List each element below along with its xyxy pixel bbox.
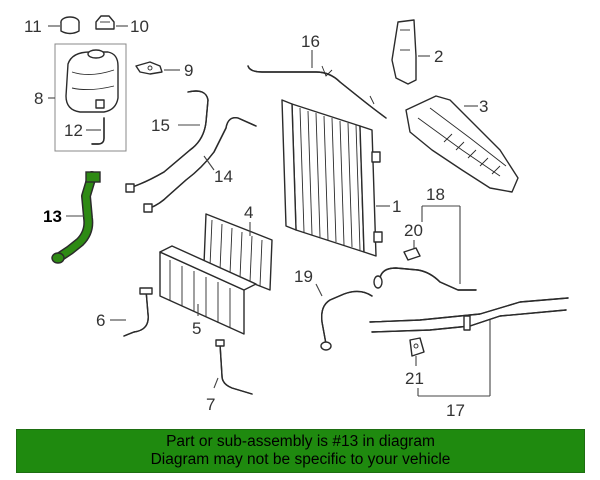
callout-12: 12 bbox=[64, 121, 83, 140]
part-19-hose[interactable] bbox=[320, 290, 373, 351]
callout-8: 8 bbox=[34, 89, 43, 108]
info-banner: Part or sub-assembly is #13 in diagram D… bbox=[16, 429, 585, 473]
part-17-pipe-assembly[interactable] bbox=[369, 297, 569, 333]
part-11-cap[interactable] bbox=[60, 16, 80, 35]
callout-15: 15 bbox=[151, 116, 170, 135]
callout-20: 20 bbox=[404, 221, 423, 240]
part-2-air-guide[interactable] bbox=[391, 19, 417, 85]
callout-14: 14 bbox=[214, 167, 233, 186]
part-3-air-duct[interactable] bbox=[405, 95, 519, 193]
callout-5: 5 bbox=[192, 319, 201, 338]
callout-18: 18 bbox=[426, 185, 445, 204]
banner-line-2: Diagram may not be specific to your vehi… bbox=[150, 451, 451, 468]
callout-13: 13 bbox=[43, 207, 62, 226]
callout-19: 19 bbox=[294, 267, 313, 286]
part-21-bracket[interactable] bbox=[409, 337, 425, 357]
callout-17: 17 bbox=[446, 401, 465, 420]
callout-7: 7 bbox=[206, 395, 215, 414]
part-8-coolant-reservoir[interactable] bbox=[65, 49, 119, 113]
callout-11: 11 bbox=[24, 17, 42, 36]
part-15-hose[interactable] bbox=[125, 90, 209, 193]
part-16-pipe[interactable] bbox=[247, 65, 387, 119]
callout-16: 16 bbox=[301, 32, 320, 51]
parts-diagram: 11 10 8 12 9 15 14 bbox=[24, 15, 569, 420]
banner-line-1: Part or sub-assembly is #13 in diagram bbox=[166, 433, 435, 450]
callout-9: 9 bbox=[184, 61, 193, 80]
callout-4: 4 bbox=[244, 203, 253, 222]
callout-21: 21 bbox=[405, 369, 424, 388]
callout-1: 1 bbox=[392, 197, 401, 216]
callout-2: 2 bbox=[434, 47, 443, 66]
part-5-intercooler[interactable] bbox=[159, 245, 257, 335]
callout-3: 3 bbox=[479, 97, 488, 116]
part-12-hose[interactable] bbox=[91, 117, 105, 145]
callout-6: 6 bbox=[96, 311, 105, 330]
part-7-pipe[interactable] bbox=[215, 339, 253, 395]
part-13-radiator-hose[interactable] bbox=[51, 171, 101, 264]
part-18-hose[interactable] bbox=[373, 267, 477, 291]
part-10-cap[interactable] bbox=[95, 15, 115, 30]
part-1-radiator[interactable] bbox=[281, 99, 383, 257]
callout-10: 10 bbox=[130, 17, 149, 36]
part-9-bracket[interactable] bbox=[135, 61, 163, 75]
part-6-hose[interactable] bbox=[123, 287, 153, 337]
part-20-fitting[interactable] bbox=[403, 247, 421, 261]
part-14-hose[interactable] bbox=[143, 117, 257, 213]
